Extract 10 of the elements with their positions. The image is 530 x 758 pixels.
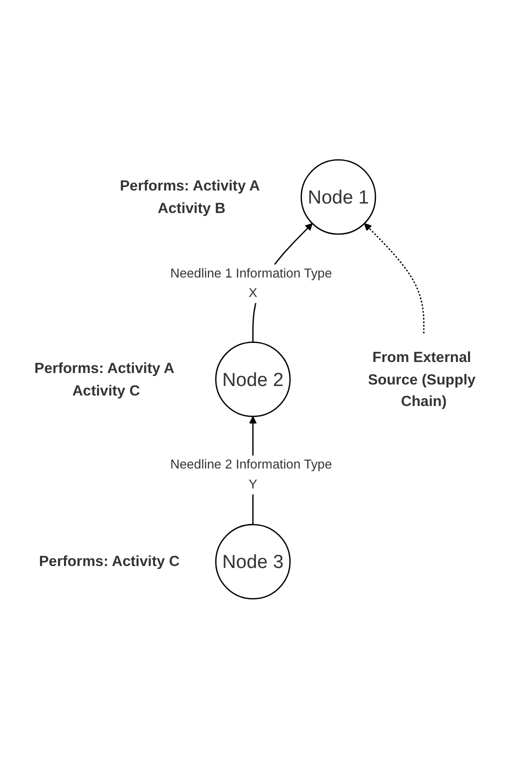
edge-label: Needline 2 Information Type Y (170, 456, 332, 492)
node-label: Performs: Activity A Activity C (34, 360, 174, 398)
node-text: From External Source (Supply Chain) (368, 348, 476, 409)
edge-label: Needline 1 Information Type X (170, 266, 332, 300)
node-label: Performs: Activity A Activity B (120, 177, 260, 216)
node-label: Performs: Activity C (39, 552, 180, 570)
node-circle: Node 1 (300, 158, 376, 234)
node-circle: Node 2 (215, 341, 291, 417)
arrow (364, 222, 424, 334)
node-circle: Node 3 (215, 524, 291, 600)
